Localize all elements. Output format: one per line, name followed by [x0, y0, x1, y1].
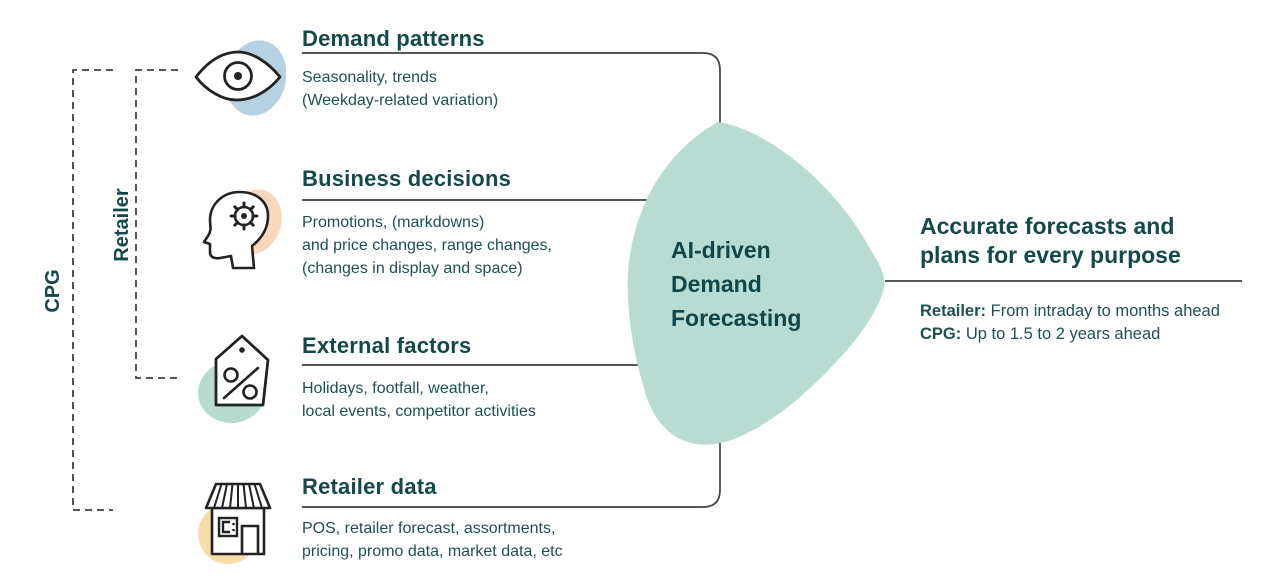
output-description: Retailer: From intraday to months ahead … — [920, 300, 1220, 346]
desc-demand-patterns: Seasonality, trends (Weekday-related var… — [302, 66, 498, 112]
output-heading-line: plans for every purpose — [920, 242, 1181, 268]
desc-line: and price changes, range changes, — [302, 237, 552, 254]
output-item-retailer: Retailer: From intraday to months ahead — [920, 300, 1220, 323]
central-title-line: AI-driven — [671, 237, 771, 263]
desc-line: POS, retailer forecast, assortments, — [302, 520, 556, 537]
desc-line: Promotions, (markdowns) — [302, 214, 485, 231]
desc-business-decisions: Promotions, (markdowns) and price change… — [302, 211, 552, 280]
heading-retailer-data: Retailer data — [302, 474, 437, 499]
forecasting-blob — [627, 122, 885, 445]
store-icon — [198, 482, 272, 564]
eye-icon — [194, 40, 286, 116]
desc-line: Seasonality, trends — [302, 69, 437, 86]
output-item-text: From intraday to months ahead — [986, 302, 1220, 320]
percent-tag-icon — [198, 334, 270, 424]
output-item-label: CPG: — [920, 325, 962, 343]
desc-retailer-data: POS, retailer forecast, assortments, pri… — [302, 517, 563, 563]
cpg-bracket-dashed-line — [72, 69, 113, 511]
head-gear-icon — [202, 189, 282, 270]
output-item-text: Up to 1.5 to 2 years ahead — [961, 325, 1161, 343]
desc-line: (changes in display and space) — [302, 260, 523, 277]
output-item-cpg: CPG: Up to 1.5 to 2 years ahead — [920, 323, 1220, 346]
central-title-line: Demand — [671, 271, 762, 297]
desc-line: local events, competitor activities — [302, 403, 536, 420]
heading-external-factors: External factors — [302, 333, 472, 358]
heading-demand-patterns: Demand patterns — [302, 26, 485, 51]
desc-external-factors: Holidays, footfall, weather, local event… — [302, 377, 536, 423]
desc-line: pricing, promo data, market data, etc — [302, 543, 563, 560]
central-blob-title: AI-driven Demand Forecasting — [671, 233, 801, 335]
group-label-retailer: Retailer — [111, 188, 133, 262]
desc-line: Holidays, footfall, weather, — [302, 380, 489, 397]
output-heading: Accurate forecasts and plans for every p… — [920, 212, 1181, 270]
heading-business-decisions: Business decisions — [302, 166, 512, 191]
group-label-cpg: CPG — [42, 269, 64, 313]
desc-line: (Weekday-related variation) — [302, 92, 499, 109]
retailer-bracket-dashed-line — [135, 69, 180, 379]
output-item-label: Retailer: — [920, 302, 987, 320]
central-title-line: Forecasting — [671, 305, 802, 331]
output-heading-line: Accurate forecasts and — [920, 213, 1175, 239]
